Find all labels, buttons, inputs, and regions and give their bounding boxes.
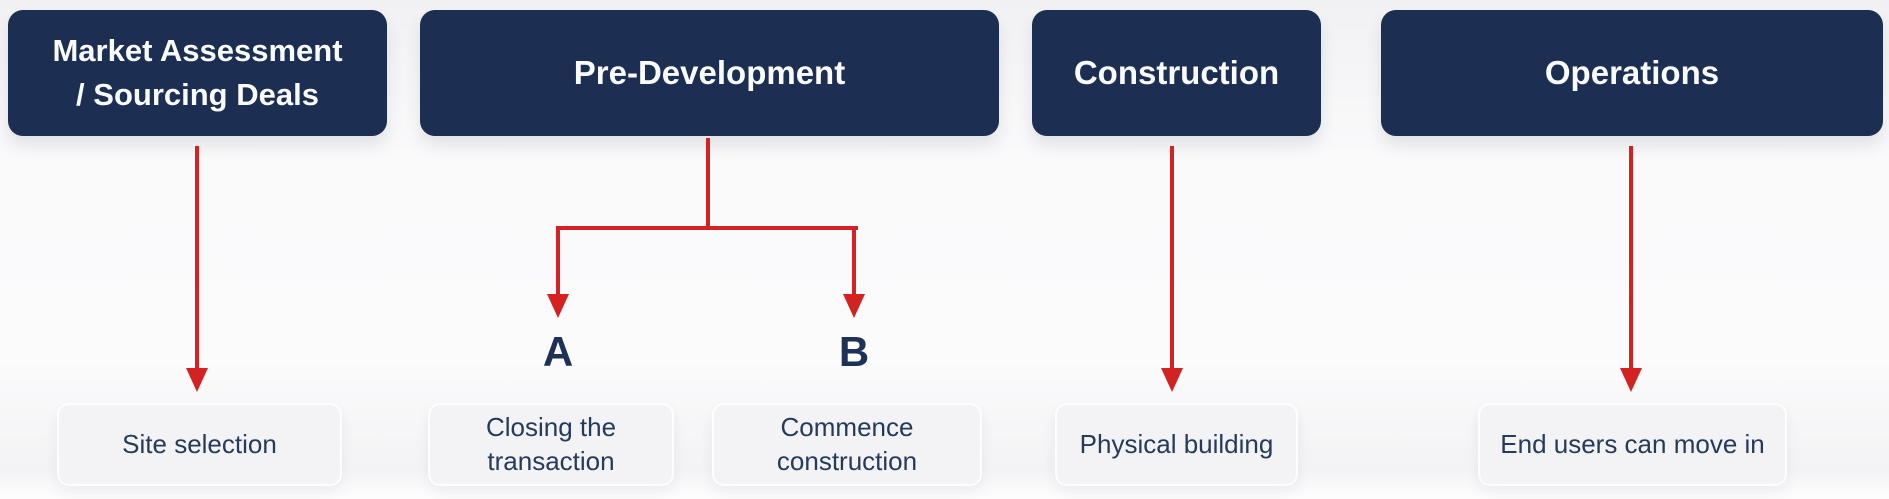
outcome-text-line: Site selection: [122, 428, 277, 459]
outcome-text-line: End users can move in: [1500, 428, 1765, 459]
stage-title: Pre-Development: [573, 53, 846, 91]
stage-header-construction: Construction: [1032, 10, 1321, 136]
arrow-head-operations-to-movein: [1620, 368, 1642, 392]
arrow-head-market-to-site: [186, 368, 208, 392]
stage-title-line: Market Assessment: [52, 32, 343, 68]
stage-header-operations: Operations: [1381, 10, 1883, 136]
arrow-head-branch-b: [843, 294, 865, 318]
stage-header-pre-development: Pre-Development: [420, 10, 999, 136]
arrow-line-construction-to-building: [1170, 146, 1174, 370]
stage-title-line: / Sourcing Deals: [76, 77, 319, 112]
outcome-site-selection: Site selection: [57, 403, 342, 486]
arrow-head-construction-to-building: [1161, 368, 1183, 392]
arrow-line-predev-stem: [706, 138, 710, 230]
stage-header-market-assessment: Market Assessment / Sourcing Deals: [8, 10, 387, 136]
outcome-text-line: Commence: [780, 412, 914, 443]
arrow-line-branch-b: [852, 226, 856, 296]
arrow-line-predev-branch-bar: [556, 226, 858, 230]
outcome-text-line: transaction: [487, 445, 615, 476]
arrow-line-market-to-site: [195, 146, 199, 370]
branch-label-a: A: [542, 328, 574, 375]
arrow-line-branch-a: [556, 226, 560, 296]
outcome-commence-construction: Commence construction: [712, 403, 982, 486]
outcome-end-users-move-in: End users can move in: [1478, 403, 1787, 486]
arrow-line-operations-to-movein: [1629, 146, 1633, 370]
outcome-text-line: construction: [776, 445, 918, 476]
arrow-head-branch-a: [547, 294, 569, 318]
branch-label-b: B: [838, 328, 870, 375]
outcome-closing-the-transaction: Closing the transaction: [428, 403, 674, 486]
outcome-text-line: Physical building: [1079, 428, 1274, 459]
outcome-text-line: Closing the: [485, 412, 617, 443]
outcome-physical-building: Physical building: [1055, 403, 1298, 486]
stage-title: Operations: [1544, 53, 1720, 91]
stage-title: Construction: [1073, 53, 1280, 91]
